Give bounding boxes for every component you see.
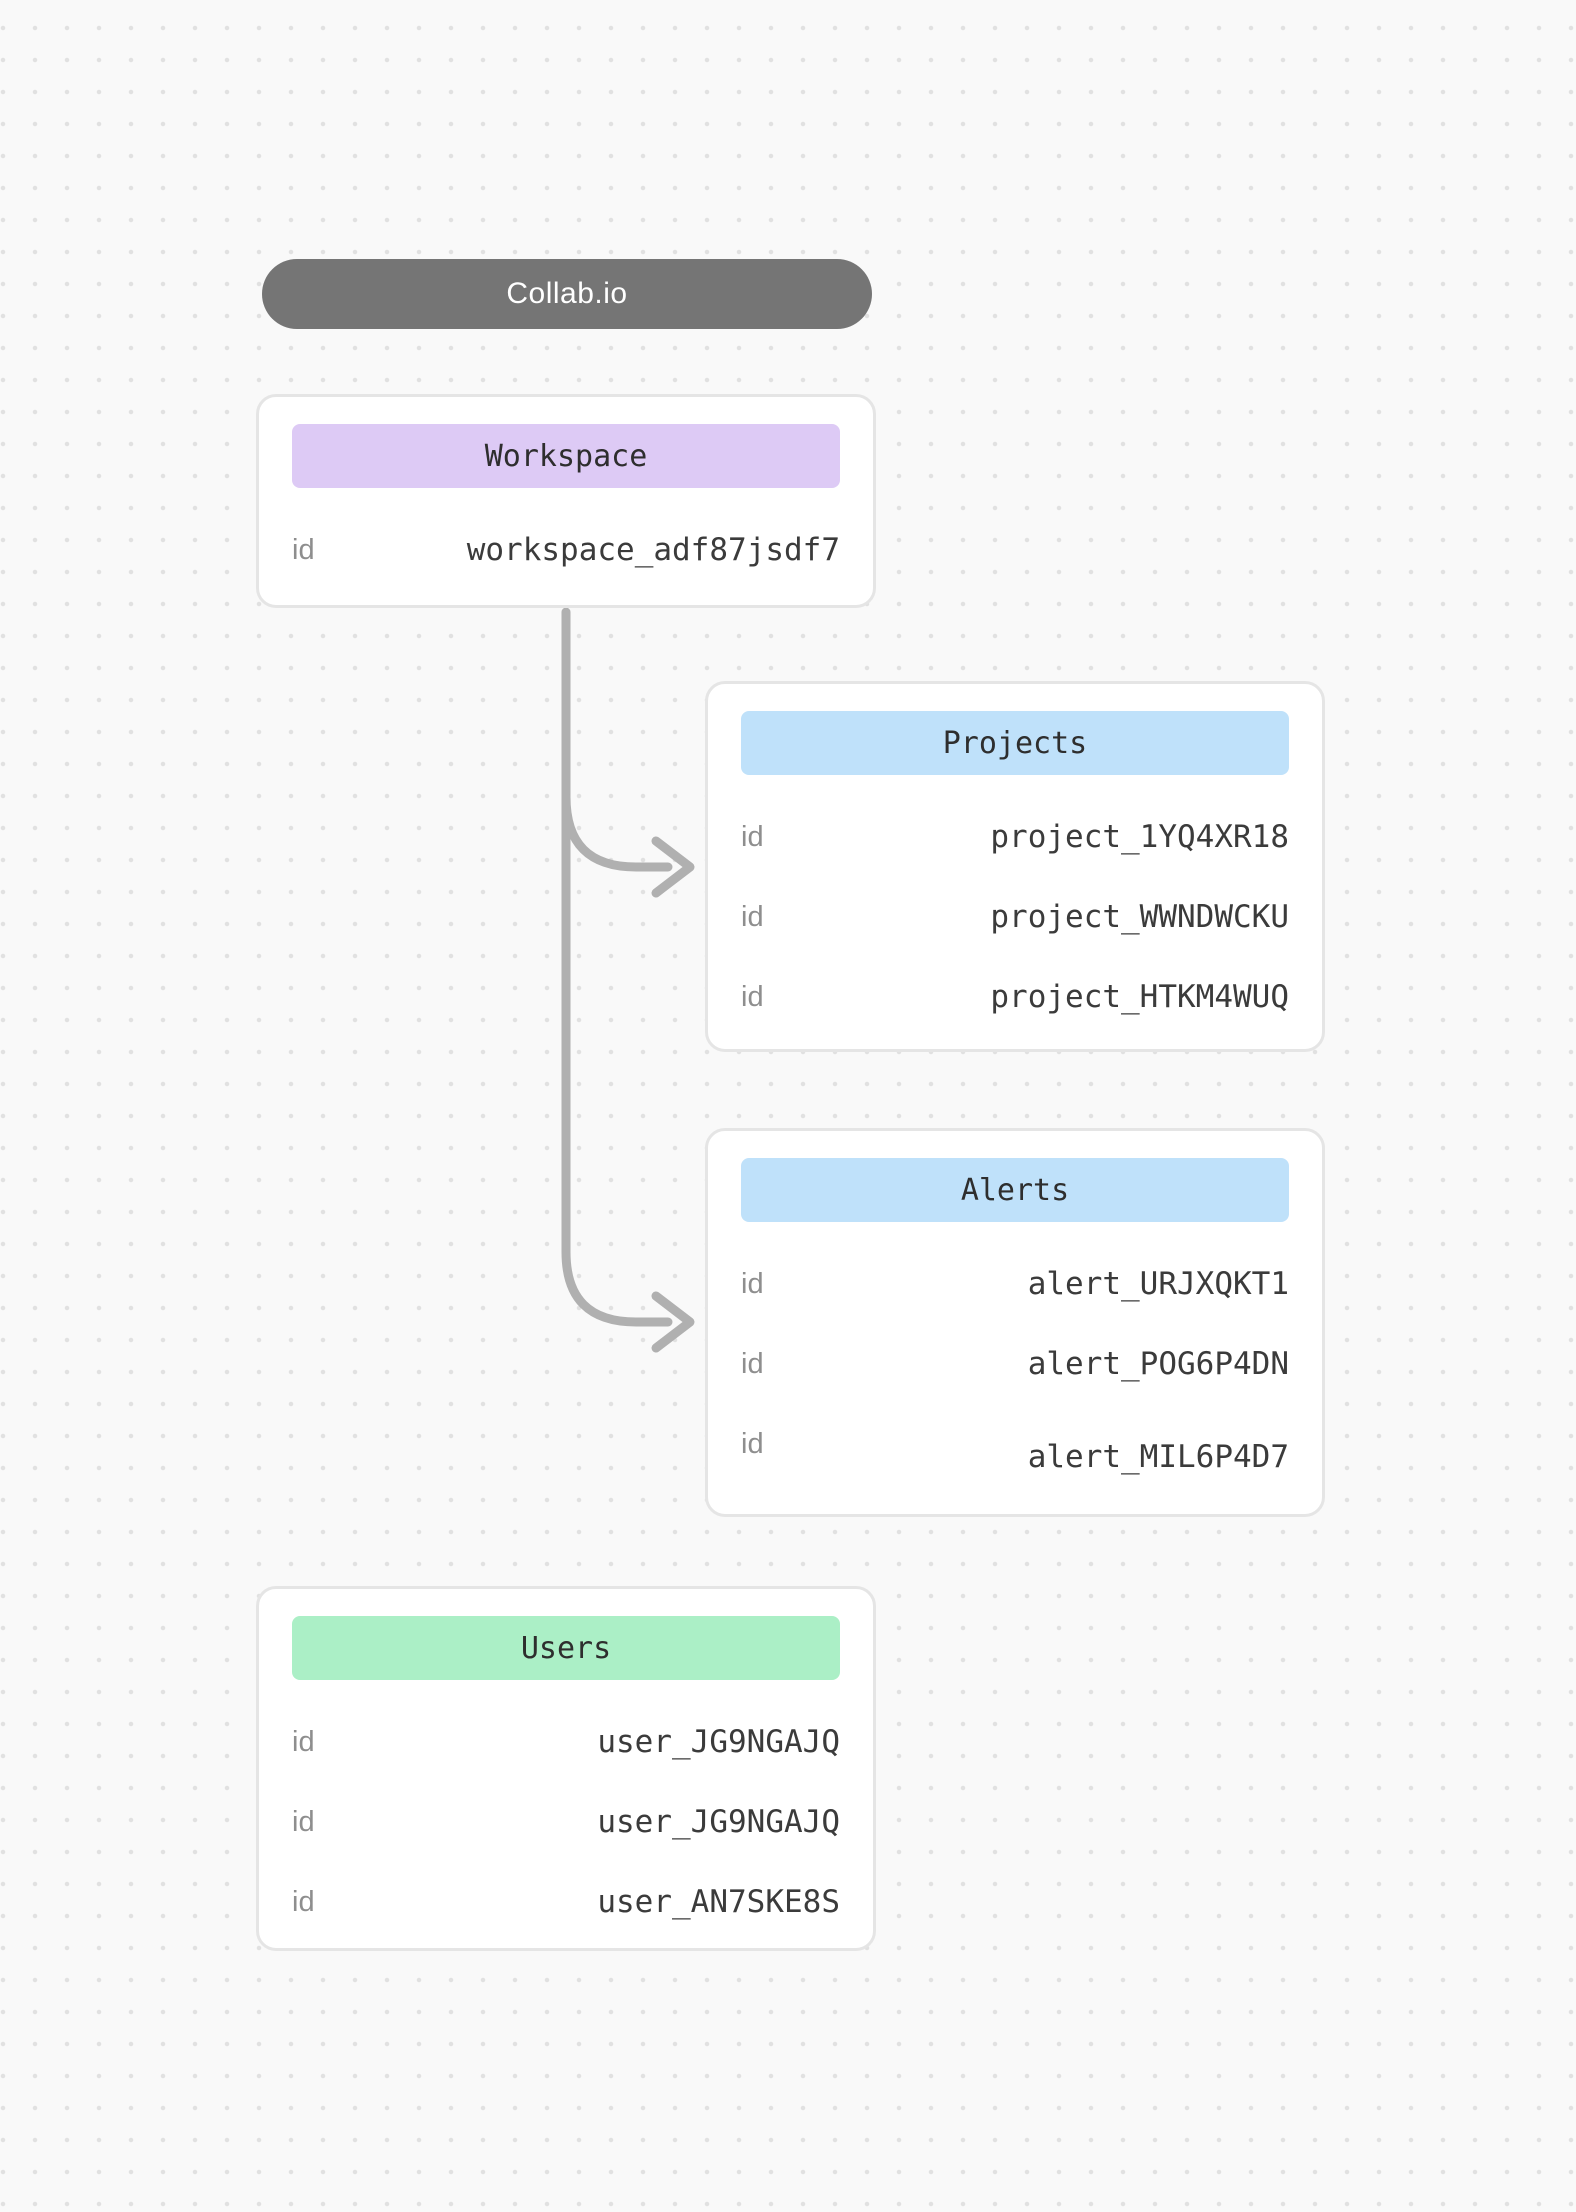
field-label: id	[741, 981, 764, 1013]
field-label: id	[292, 1886, 315, 1918]
field-value: user_JG9NGAJQ	[597, 1804, 840, 1840]
field-value: alert_MIL6P4D7	[1027, 1439, 1289, 1475]
card-header-users: Users	[292, 1616, 840, 1680]
field-label: id	[741, 901, 764, 933]
table-row: id project_1YQ4XR18	[741, 819, 1289, 855]
field-value: user_JG9NGAJQ	[597, 1724, 840, 1760]
arrow-head-alerts-icon	[651, 1291, 695, 1353]
field-value: project_1YQ4XR18	[990, 819, 1289, 855]
field-label: id	[741, 1268, 764, 1300]
table-row: id alert_MIL6P4D7	[741, 1426, 1289, 1475]
table-row: id alert_URJXQKT1	[741, 1266, 1289, 1302]
field-label: id	[741, 1348, 764, 1380]
field-label: id	[292, 1726, 315, 1758]
arrow-head-projects-icon	[651, 836, 695, 898]
field-label: id	[292, 1806, 315, 1838]
entity-card-alerts[interactable]: Alerts id alert_URJXQKT1 id alert_POG6P4…	[705, 1128, 1325, 1517]
card-header-workspace: Workspace	[292, 424, 840, 488]
card-header-projects: Projects	[741, 711, 1289, 775]
app-title: Collab.io	[506, 277, 628, 310]
app-title-pill[interactable]: Collab.io	[262, 259, 872, 329]
entity-card-projects[interactable]: Projects id project_1YQ4XR18 id project_…	[705, 681, 1325, 1052]
field-value: user_AN7SKE8S	[597, 1884, 840, 1920]
field-label: id	[292, 534, 315, 566]
field-value: workspace_adf87jsdf7	[466, 532, 840, 568]
field-value: alert_URJXQKT1	[1027, 1266, 1289, 1302]
card-header-alerts: Alerts	[741, 1158, 1289, 1222]
field-label: id	[741, 1428, 764, 1460]
table-row: id alert_POG6P4DN	[741, 1346, 1289, 1382]
field-value: project_WWNDWCKU	[990, 899, 1289, 935]
connector-trunk-to-alerts	[561, 607, 673, 1327]
table-row: id user_JG9NGAJQ	[292, 1724, 840, 1760]
table-row: id project_HTKM4WUQ	[741, 979, 1289, 1015]
entity-card-users[interactable]: Users id user_JG9NGAJQ id user_JG9NGAJQ …	[256, 1586, 876, 1951]
field-value: project_HTKM4WUQ	[990, 979, 1289, 1015]
field-value: alert_POG6P4DN	[1027, 1346, 1289, 1382]
connector-branch-to-projects	[561, 792, 673, 872]
field-label: id	[741, 821, 764, 853]
entity-card-workspace[interactable]: Workspace id workspace_adf87jsdf7	[256, 394, 876, 608]
table-row: id workspace_adf87jsdf7	[292, 532, 840, 568]
table-row: id user_AN7SKE8S	[292, 1884, 840, 1920]
table-row: id project_WWNDWCKU	[741, 899, 1289, 935]
table-row: id user_JG9NGAJQ	[292, 1804, 840, 1840]
